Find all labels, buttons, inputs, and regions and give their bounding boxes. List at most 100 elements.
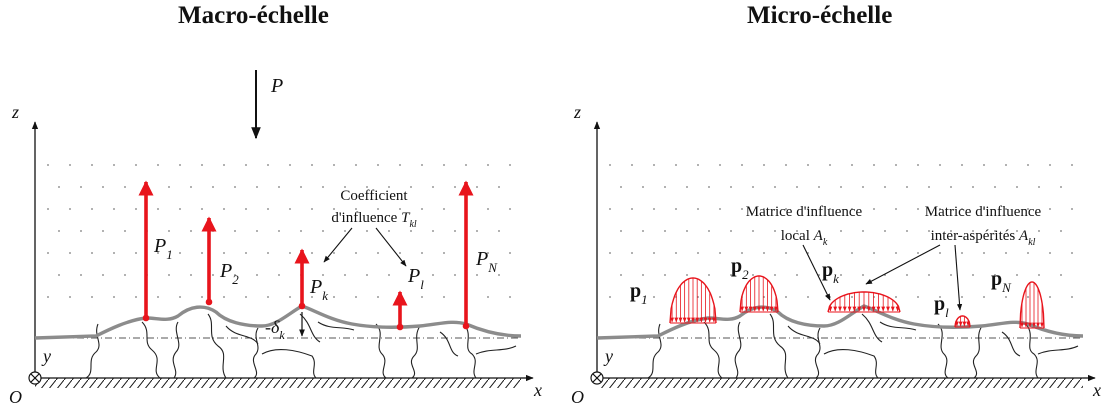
- dot: [91, 252, 93, 254]
- dot: [476, 230, 478, 232]
- y-axis-label: y: [41, 346, 51, 366]
- dot: [256, 230, 258, 232]
- dot: [1027, 208, 1029, 210]
- dot: [454, 274, 456, 276]
- contact-point-2: [205, 298, 213, 306]
- dot: [69, 164, 71, 166]
- dot: [267, 252, 269, 254]
- dot: [983, 208, 985, 210]
- dot: [69, 208, 71, 210]
- dot: [1071, 296, 1073, 298]
- dot: [443, 252, 445, 254]
- dot: [443, 296, 445, 298]
- dot: [58, 230, 60, 232]
- dot: [796, 274, 798, 276]
- coefficient-pointer-k: [323, 227, 353, 263]
- dot: [377, 164, 379, 166]
- dot: [377, 208, 379, 210]
- dot: [278, 230, 280, 232]
- dot: [917, 296, 919, 298]
- dot: [719, 252, 721, 254]
- dot: [267, 208, 269, 210]
- dot: [1038, 274, 1040, 276]
- dot: [91, 208, 93, 210]
- x-axis-label: x: [1092, 380, 1101, 400]
- dot: [686, 274, 688, 276]
- dot: [708, 186, 710, 188]
- rigid-base-hatch: [597, 378, 1083, 388]
- dot: [906, 274, 908, 276]
- dot: [256, 186, 258, 188]
- dot: [653, 208, 655, 210]
- dot: [388, 274, 390, 276]
- dot: [201, 296, 203, 298]
- dot: [509, 296, 511, 298]
- dot: [1038, 230, 1040, 232]
- dot: [476, 186, 478, 188]
- contact-point-N: [462, 322, 470, 330]
- dot: [245, 296, 247, 298]
- dot: [47, 208, 49, 210]
- dot: [344, 186, 346, 188]
- dot: [917, 164, 919, 166]
- dot: [399, 164, 401, 166]
- dot: [300, 230, 302, 232]
- dot: [135, 164, 137, 166]
- dot: [256, 274, 258, 276]
- dot: [763, 252, 765, 254]
- dot: [1049, 252, 1051, 254]
- force-label-1: P1: [153, 235, 173, 262]
- dot: [102, 230, 104, 232]
- dot: [873, 164, 875, 166]
- dot: [928, 274, 930, 276]
- local-matrix-pointer: [802, 244, 831, 301]
- dot: [487, 296, 489, 298]
- dot: [840, 274, 842, 276]
- dot: [509, 208, 511, 210]
- dot: [47, 164, 49, 166]
- dot: [829, 252, 831, 254]
- pressure-label-1: p1: [630, 280, 648, 307]
- dot: [1071, 252, 1073, 254]
- dot: [289, 208, 291, 210]
- dot: [862, 230, 864, 232]
- dot: [223, 296, 225, 298]
- dot: [884, 186, 886, 188]
- dot: [1060, 230, 1062, 232]
- dot: [234, 186, 236, 188]
- dot: [168, 274, 170, 276]
- dot: [1071, 164, 1073, 166]
- dot: [157, 252, 159, 254]
- dot: [730, 274, 732, 276]
- dot: [620, 274, 622, 276]
- inter-matrix-label-line1: Matrice d'influence: [925, 204, 1042, 220]
- dot: [410, 274, 412, 276]
- dot: [928, 230, 930, 232]
- dot: [333, 164, 335, 166]
- origin-label: O: [9, 387, 22, 407]
- dot: [763, 208, 765, 210]
- dot: [190, 274, 192, 276]
- dot: [168, 186, 170, 188]
- dot: [1060, 186, 1062, 188]
- dot: [609, 252, 611, 254]
- applied-load-label: P: [270, 75, 283, 97]
- dot: [245, 252, 247, 254]
- asperity-grains: [647, 313, 1079, 379]
- dot: [1049, 208, 1051, 210]
- dot: [179, 296, 181, 298]
- delta-label: -δk: [265, 317, 285, 342]
- dot: [80, 186, 82, 188]
- y-axis-label: y: [603, 346, 613, 366]
- dot: [267, 296, 269, 298]
- dot: [311, 296, 313, 298]
- dot: [245, 164, 247, 166]
- force-label-k: Pk: [309, 276, 328, 303]
- contact-point-1: [142, 314, 150, 322]
- inter-matrix-pointer-k: [865, 244, 941, 285]
- dot: [807, 296, 809, 298]
- dot: [124, 186, 126, 188]
- dot: [124, 230, 126, 232]
- dot: [212, 186, 214, 188]
